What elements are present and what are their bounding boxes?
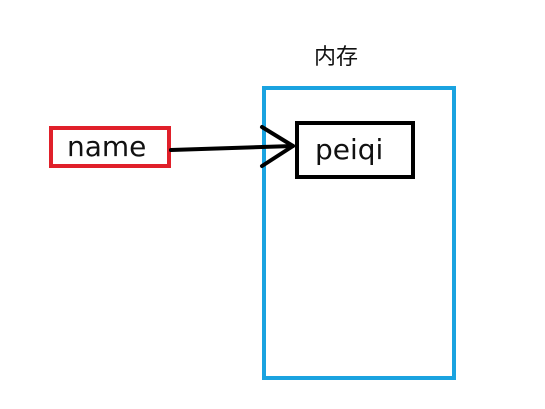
memory-box: [262, 86, 456, 380]
memory-label: 内存: [314, 45, 359, 70]
variable-name-text: name: [67, 130, 147, 163]
arrow-head: [260, 125, 295, 168]
value-box: peiqi: [295, 121, 415, 179]
arrow-shaft: [169, 144, 295, 152]
variable-box: name: [49, 126, 171, 168]
value-text: peiqi: [315, 133, 384, 166]
